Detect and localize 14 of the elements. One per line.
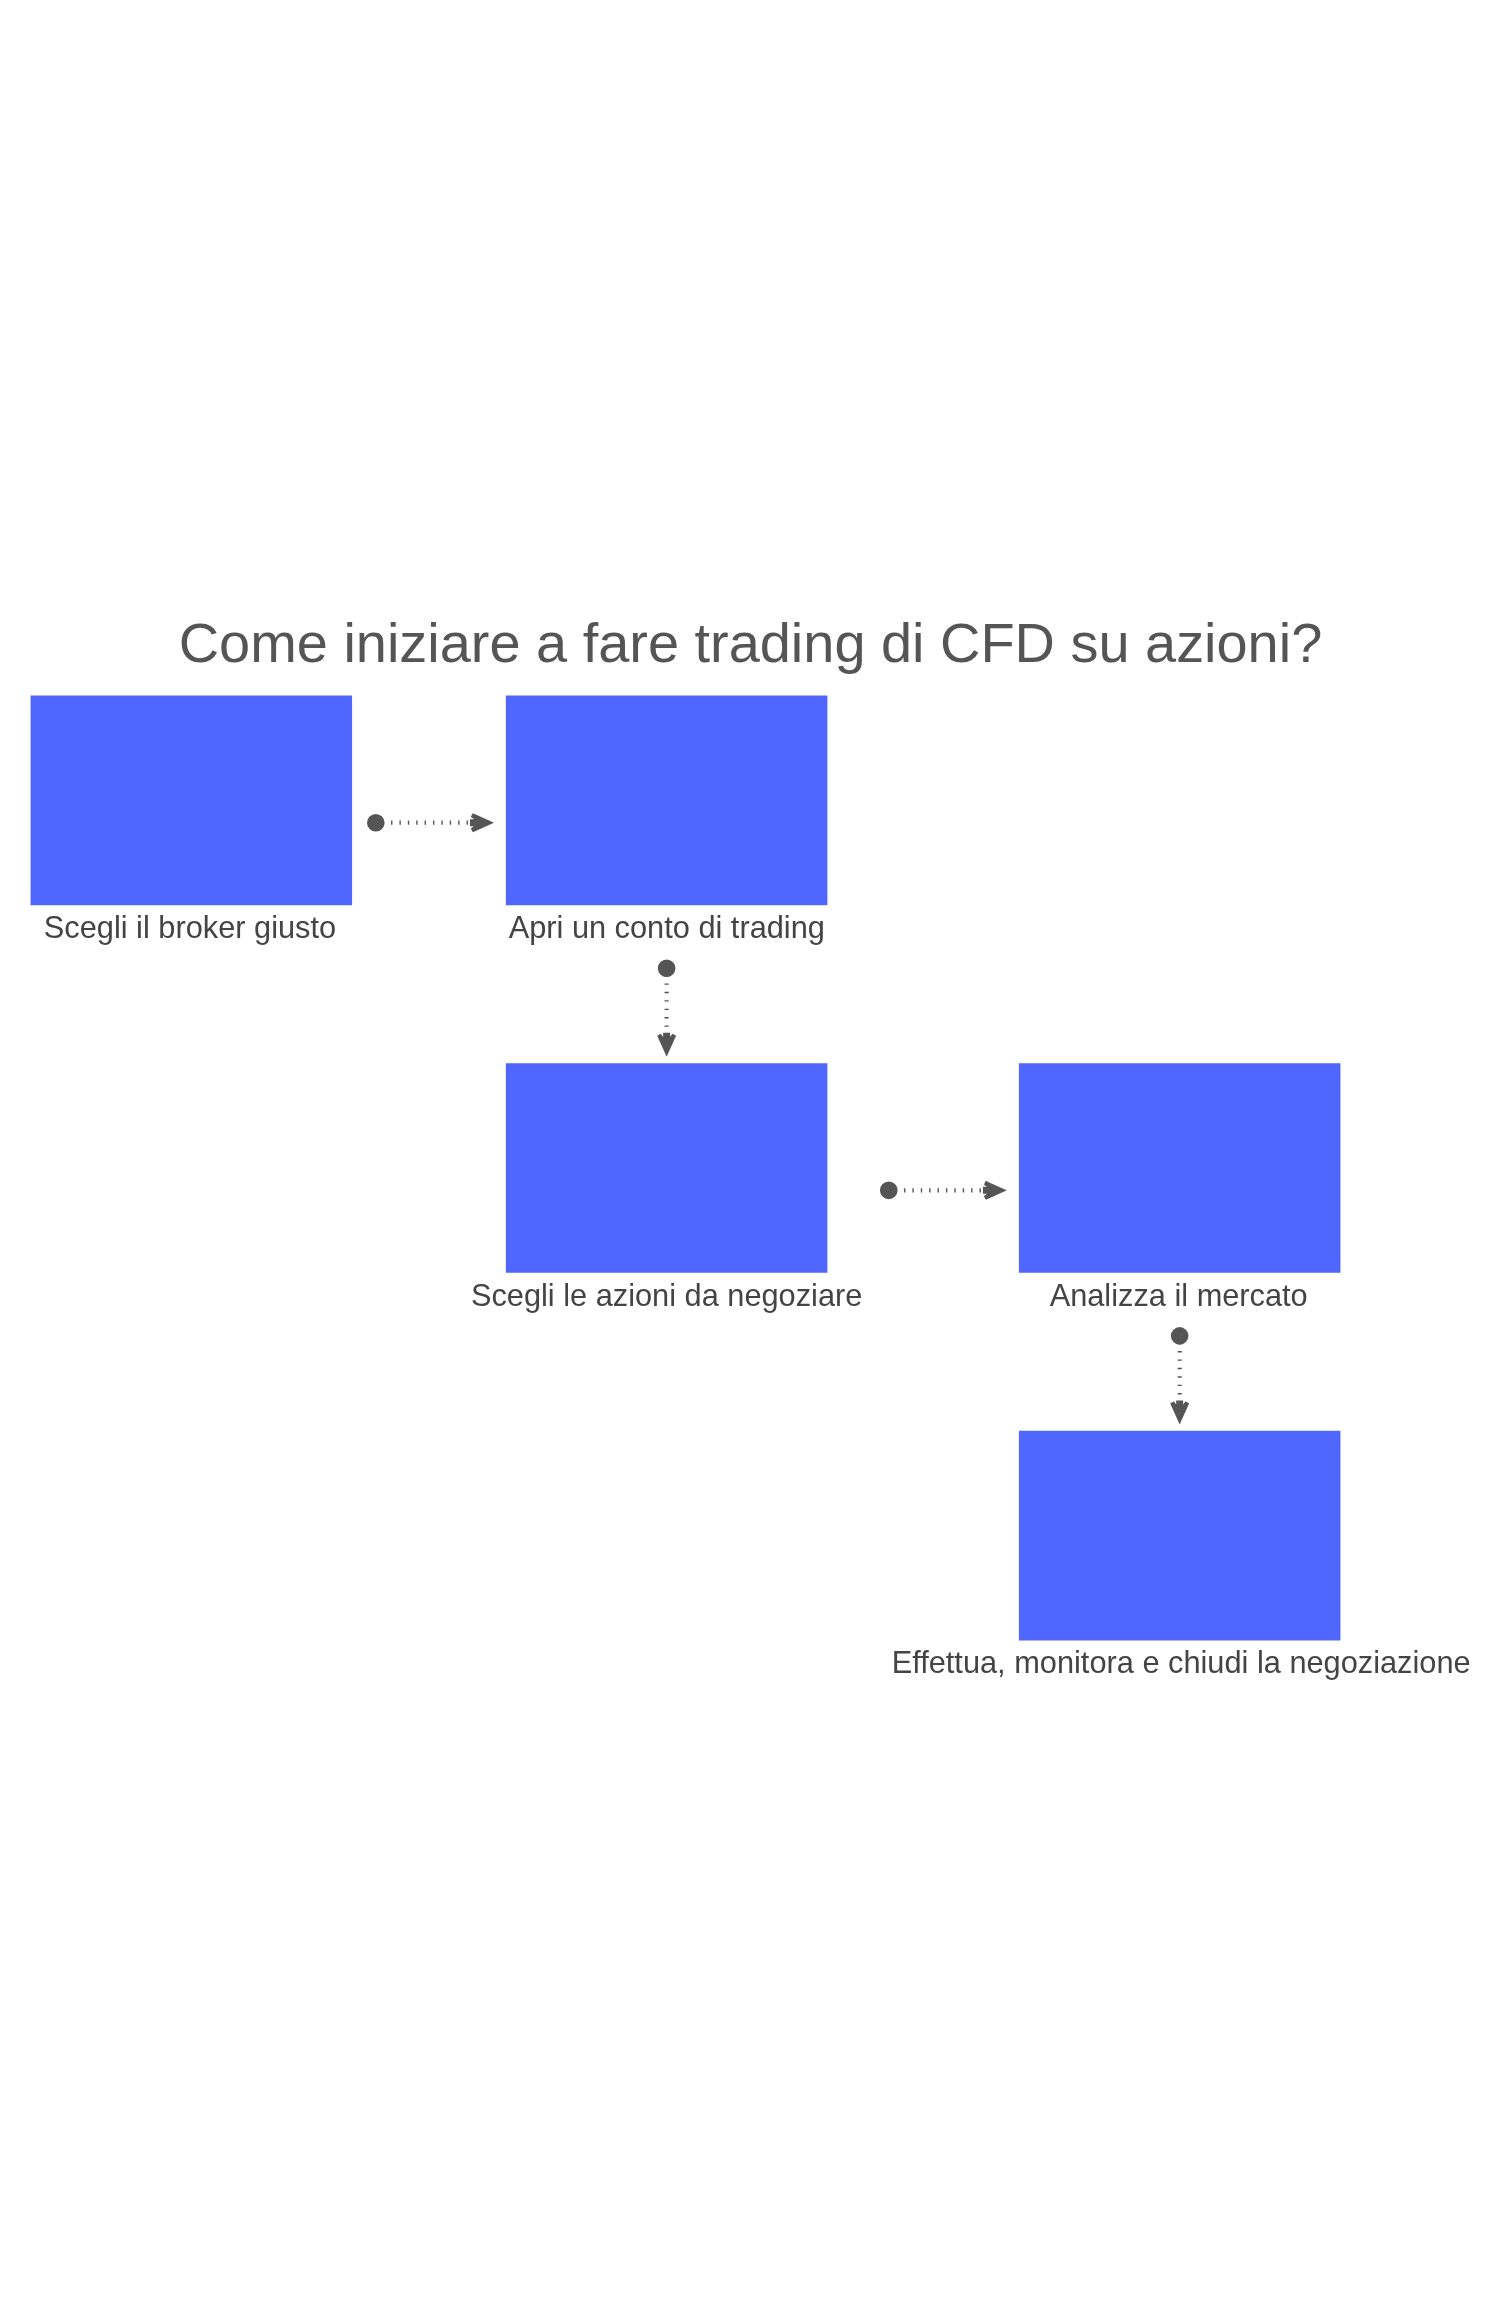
node-box (1018, 1062, 1341, 1273)
node-label: Analizza il mercato (1049, 1277, 1308, 1313)
arrow (879, 1180, 1004, 1200)
node-box (30, 694, 353, 905)
node-label: Scegli il broker giusto (43, 909, 337, 945)
node-label: Apri un conto di trading (508, 909, 825, 945)
diagram-title: Come iniziare a fare trading di CFD su azioni? (178, 610, 1323, 674)
arrow (367, 812, 491, 832)
node-box (505, 1062, 828, 1273)
node-box (505, 694, 828, 905)
node-box (1018, 1430, 1341, 1640)
arrow (656, 958, 677, 1054)
node-label: Scegli le azioni da negoziare (470, 1277, 863, 1313)
node-label: Effettua, monitora e chiudi la negoziazione (891, 1644, 1471, 1680)
